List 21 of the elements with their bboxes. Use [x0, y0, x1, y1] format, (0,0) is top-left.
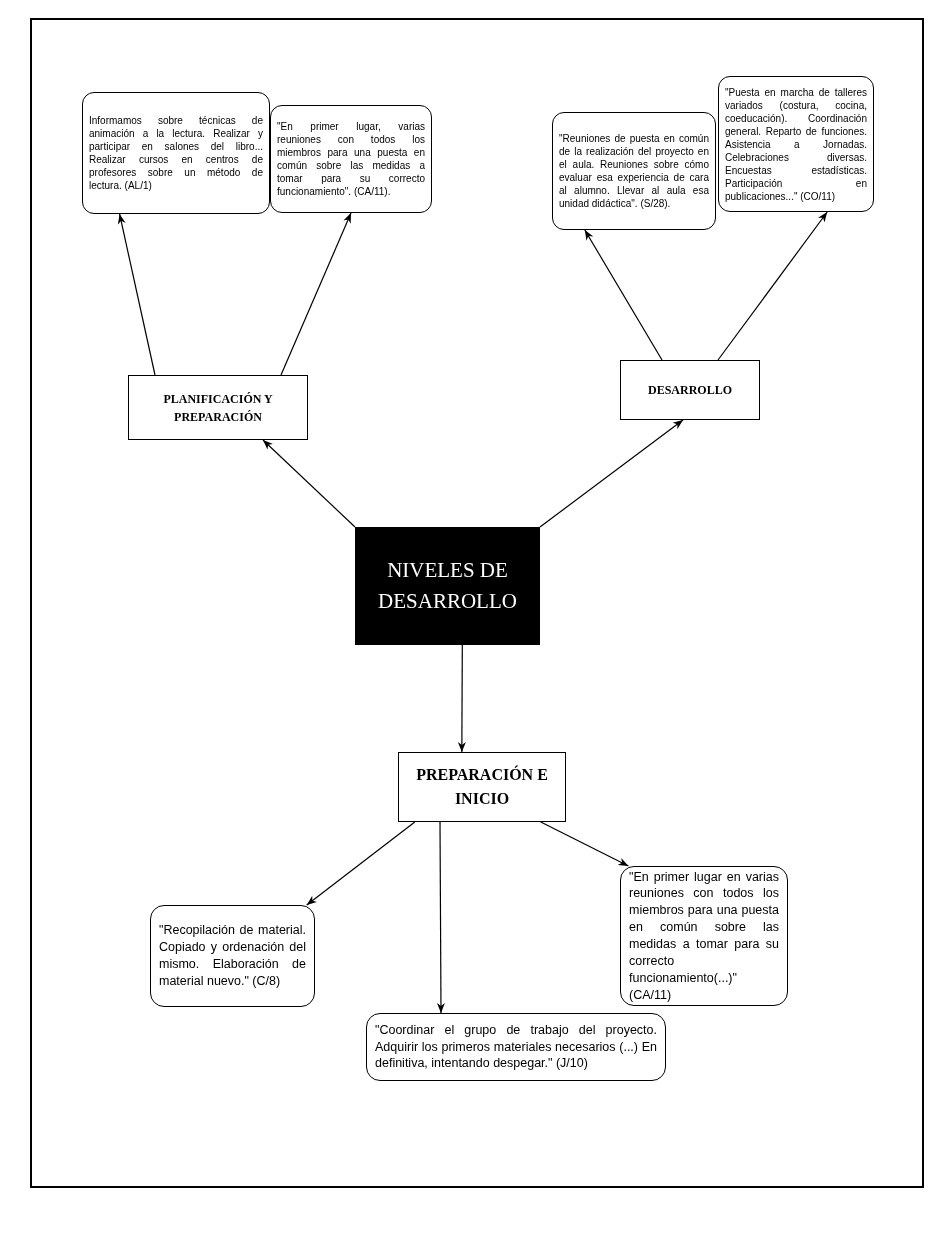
arrow: [436, 821, 445, 1014]
quote-box: "En primer lugar en varias reuniones con todos los miembros para una puesta en común sobre las medidas a tomar para su correcto funcionamiento(...)" (CA/11): [620, 866, 788, 1006]
quote-box: "En primer lugar, varias reuniones con todos los miembros para una puesta en común sobre las medidas a tomar para su correcto funcionamiento". (CA/11).: [270, 105, 432, 213]
arrow: [306, 821, 416, 906]
arrow: [457, 644, 466, 753]
category-box: DESARROLLO: [620, 360, 760, 420]
arrow: [262, 439, 356, 528]
quote-box: "Reuniones de puesta en común de la realización del proyecto en el aula. Reuniones sobre cómo evaluar esa experiencia de cara al alumno. Llevar al aula esa unidad didáctica". (S/28).: [552, 112, 716, 230]
quote-box: "Puesta en marcha de talleres variados (costura, cocina, coeducación). Coordinación general. Reparto de funciones. Asistencia a Jornadas. Celebraciones diversas. Encuestas estadísticas. Participación en publicaciones..." (CO/11): [718, 76, 874, 212]
arrow: [539, 419, 684, 528]
arrow: [584, 229, 663, 361]
category-box: PREPARACIÓN E INICIO: [398, 752, 566, 822]
central-box: NIVELES DE DESARROLLO: [355, 527, 540, 645]
quote-box: "Coordinar el grupo de trabajo del proyecto. Adquirir los primeros materiales necesarios (...) En definitiva, intentando despegar." (J/10): [366, 1013, 666, 1081]
arrow: [540, 821, 629, 867]
arrow: [117, 213, 156, 376]
arrow: [280, 212, 352, 376]
quote-box: Informamos sobre técnicas de animación a la lectura. Realizar y participar en salones del libro... Realizar cursos en centros de profesores sobre un método de lectura. (AL/1): [82, 92, 270, 214]
quote-box: "Recopilación de material. Copiado y ordenación del mismo. Elaboración de material nuevo." (C/8): [150, 905, 315, 1007]
category-box: PLANIFICACIÓN Y PREPARACIÓN: [128, 375, 308, 440]
arrow: [717, 211, 828, 361]
